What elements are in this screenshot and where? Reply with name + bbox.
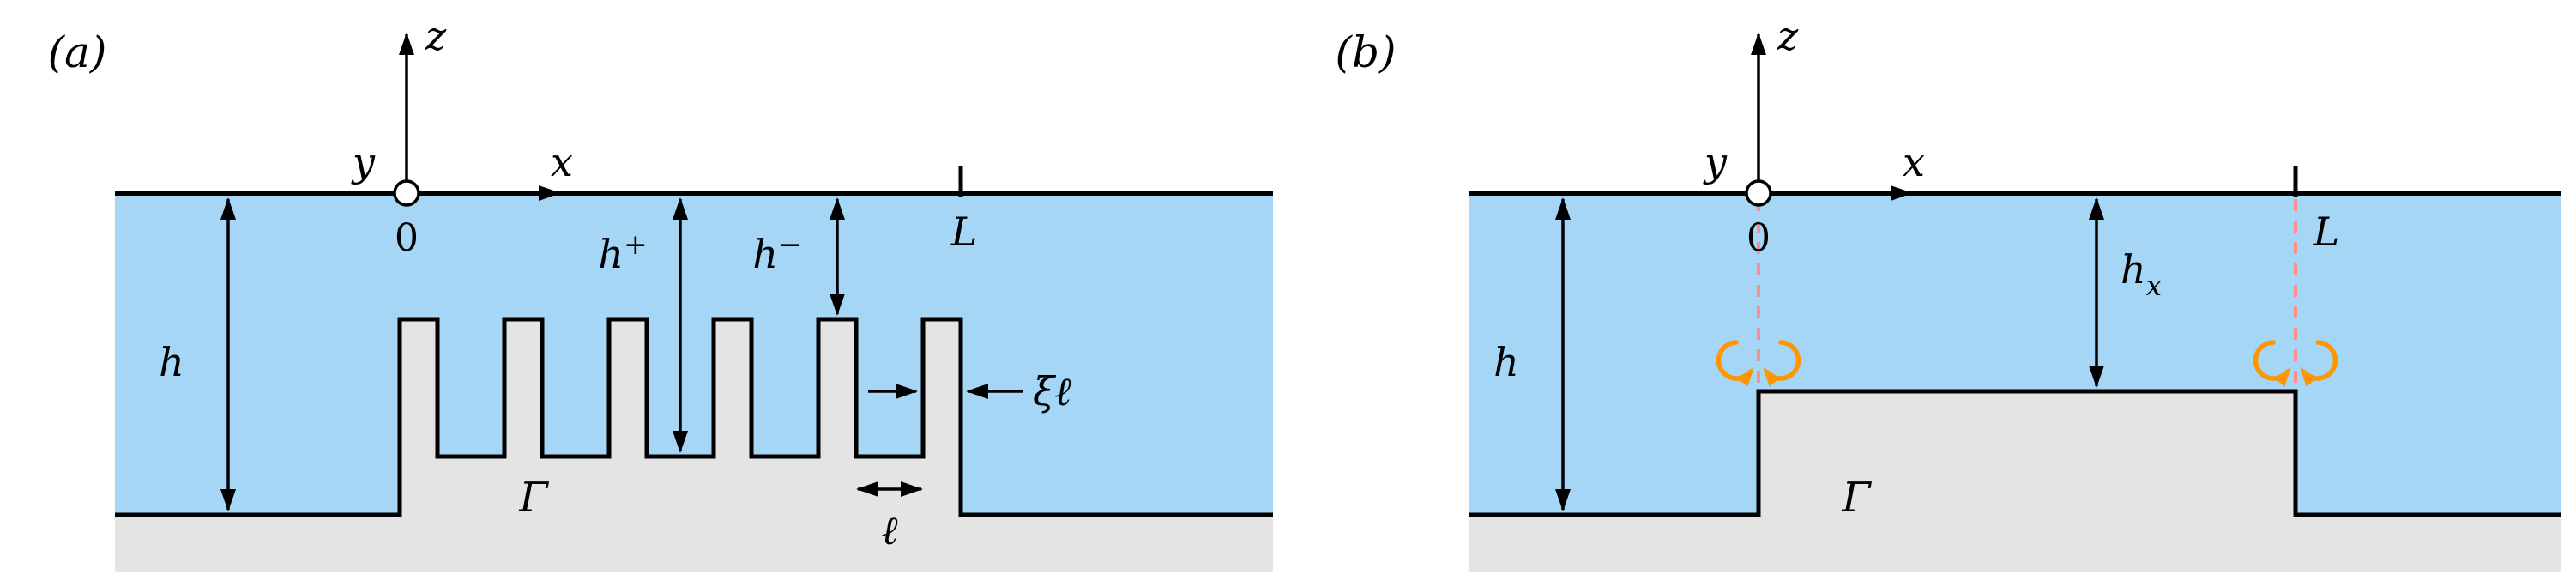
interface-gamma-label-b: Γ	[1841, 474, 1872, 522]
x-axis-label-b: x	[1903, 139, 1925, 185]
length-L-label-b: L	[2313, 209, 2340, 255]
panel-label-b: (b)	[1335, 27, 1396, 77]
panel-b: z x y 0 h hx L Γ (b)	[1335, 13, 2561, 572]
max-depth-label-a: h+	[598, 227, 647, 277]
vortex-arrow-left-of-origin-b	[1716, 340, 1754, 387]
panel-a: z x y 0 h h+ h− L Γ ℓ ξℓ (a)	[48, 13, 1273, 572]
y-axis-label-b: y	[1703, 139, 1728, 185]
bed-profile-a	[115, 317, 1273, 517]
vortex-arrow-right-of-L-b	[2300, 340, 2338, 387]
y-axis-origin-marker-a	[393, 179, 420, 207]
ridge-width-label-a: ξℓ	[1033, 368, 1071, 415]
y-axis-label-a: y	[351, 139, 376, 185]
interface-gamma-label-a: Γ	[518, 474, 549, 522]
z-axis-label-b: z	[1777, 13, 1799, 59]
min-depth-label-a: h−	[752, 227, 801, 277]
local-depth-label-b: hx	[2121, 246, 2163, 302]
vortex-arrow-left-of-L-b	[2253, 340, 2291, 387]
origin-label-a: 0	[395, 216, 419, 260]
length-L-label-a: L	[950, 209, 978, 255]
vortex-arrow-right-of-origin-b	[1763, 340, 1801, 387]
origin-label-b: 0	[1746, 216, 1771, 260]
bed-profile-b	[1469, 389, 2561, 517]
x-axis-label-a: x	[551, 139, 573, 185]
period-label-a: ℓ	[881, 507, 898, 554]
z-axis-label-a: z	[425, 13, 447, 59]
panel-label-a: (a)	[48, 27, 107, 77]
bed-region-b	[1469, 391, 2561, 572]
depth-h-label-b: h	[1493, 339, 1519, 385]
y-axis-origin-marker-b	[1745, 179, 1772, 207]
depth-h-label-a: h	[159, 339, 184, 385]
bed-region-a	[115, 319, 1273, 572]
